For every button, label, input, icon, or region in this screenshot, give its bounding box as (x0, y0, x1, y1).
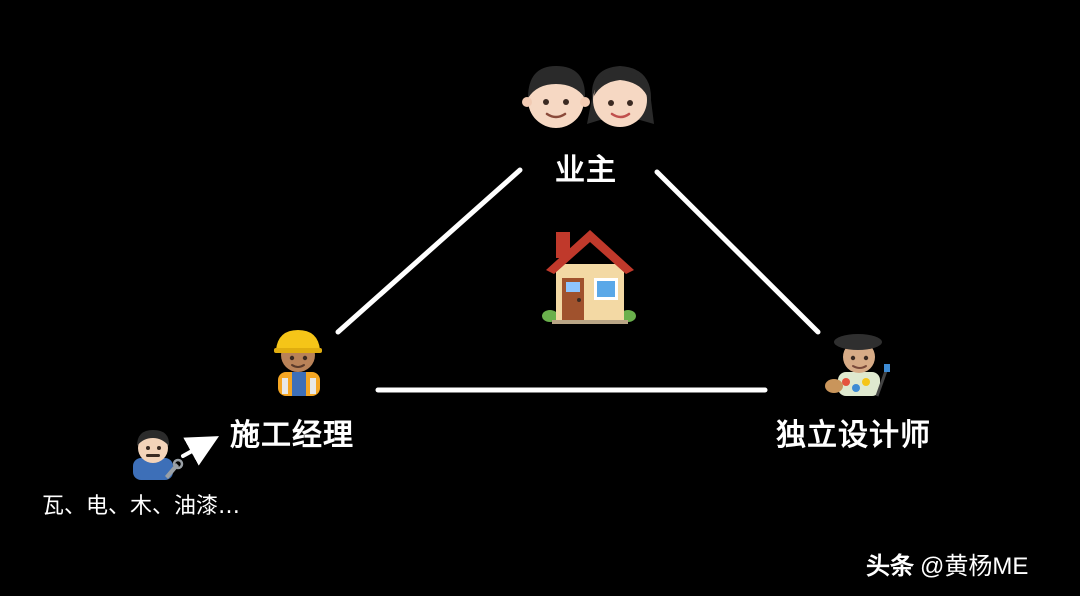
house-icon (542, 230, 636, 324)
designer-label: 独立设计师 (776, 418, 931, 453)
couple-icon (522, 66, 654, 128)
artist-icon (825, 334, 890, 397)
man-face-icon (522, 66, 590, 128)
watermark: 头条@黄杨ME (866, 546, 1028, 581)
woman-face-icon (587, 66, 654, 127)
watermark-handle: @黄杨ME (920, 553, 1029, 580)
project-manager-label: 施工经理 (230, 418, 354, 453)
edge-trades-project-manager-arrow (181, 436, 220, 466)
owner-label: 业主 (555, 153, 617, 188)
mechanic-icon (133, 430, 184, 480)
watermark-brand: 头条 (866, 553, 914, 580)
edge-owner-designer (654, 169, 821, 335)
construction-worker-icon (274, 330, 322, 396)
trades-label: 瓦、电、木、油漆… (42, 494, 241, 519)
edge-owner-project-manager (335, 167, 523, 335)
